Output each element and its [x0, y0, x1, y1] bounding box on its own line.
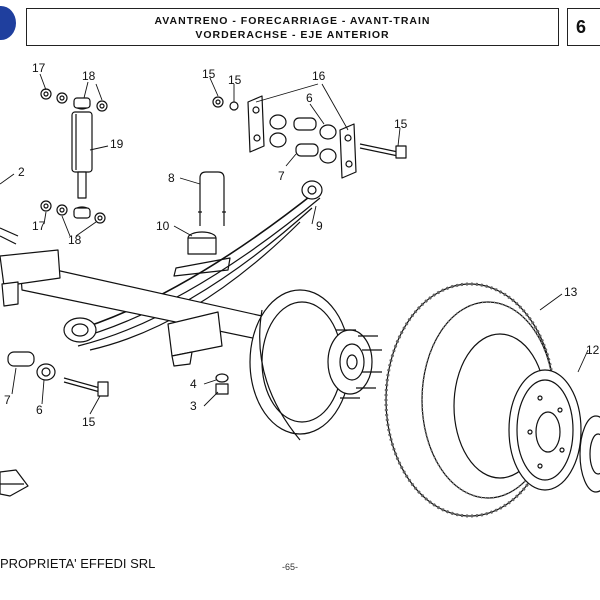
page-number-box: 6 [567, 8, 600, 46]
callout-labels: 17 18 19 2 17 18 15 15 16 6 7 15 8 10 9 … [4, 61, 600, 429]
callout-9: 9 [316, 219, 323, 233]
callout-10: 10 [156, 219, 170, 233]
spring-shackle-left-plate [247, 95, 265, 153]
callout-2: 2 [18, 165, 25, 179]
callout-15-c: 15 [394, 117, 408, 131]
title-line-2: VORDERACHSE - EJE ANTERIOR [195, 29, 390, 41]
leader-lines [0, 73, 589, 415]
callout-6-bottom: 6 [36, 403, 43, 417]
shackle-bolt [359, 143, 407, 159]
footer-owner: PROPRIETA' EFFEDI SRL [0, 556, 156, 571]
wheel-studs [336, 329, 382, 399]
title-block: AVANTRENO - FORECARRIAGE - AVANT-TRAIN V… [26, 8, 559, 46]
callout-7-bottom: 7 [4, 393, 11, 407]
callout-8: 8 [168, 171, 175, 185]
wheel-rim [508, 369, 582, 491]
shock-bushes-bottom [40, 200, 106, 224]
u-bolt [198, 171, 226, 226]
hub-cap [579, 415, 600, 493]
callout-17-top: 17 [32, 61, 46, 75]
bump-stop [173, 231, 231, 277]
callout-4: 4 [190, 377, 197, 391]
front-pin-bushes [7, 351, 109, 397]
callout-6-top: 6 [306, 91, 313, 105]
callout-13: 13 [564, 285, 578, 299]
callout-15-b: 15 [228, 73, 242, 87]
callout-17-bottom: 17 [32, 219, 46, 233]
leaf-spring [63, 180, 323, 351]
spring-shackle-right-plate [339, 123, 357, 179]
callout-18-top: 18 [82, 69, 96, 83]
axle-beam [0, 227, 263, 367]
callout-19: 19 [110, 137, 124, 151]
shim-plate [0, 469, 29, 497]
shackle-nuts-15 [212, 96, 239, 111]
callout-15-a: 15 [202, 67, 216, 81]
callout-7-top: 7 [278, 169, 285, 183]
callout-3: 3 [190, 399, 197, 413]
brand-logo [0, 6, 16, 40]
page-number: 6 [576, 17, 587, 37]
callout-15-d: 15 [82, 415, 96, 429]
shock-bushes-top [40, 88, 108, 112]
shock-absorber [71, 97, 93, 219]
nut-washer [215, 373, 229, 395]
callout-16: 16 [312, 69, 326, 83]
footer-page-number: -65- [282, 562, 299, 572]
shackle-bushes [269, 114, 337, 164]
brake-drum [249, 289, 373, 441]
title-line-1: AVANTRENO - FORECARRIAGE - AVANT-TRAIN [154, 15, 431, 27]
callout-18-bottom: 18 [68, 233, 82, 247]
callout-12: 12 [586, 343, 600, 357]
